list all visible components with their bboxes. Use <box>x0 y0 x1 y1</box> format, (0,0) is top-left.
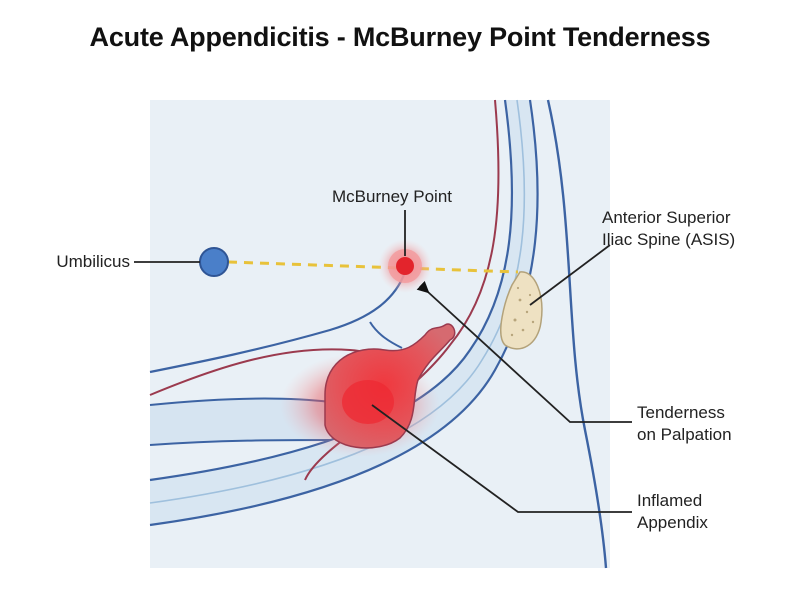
abdominal-wall <box>149 99 608 569</box>
label-tenderness-line2: on Palpation <box>637 425 732 444</box>
label-asis-line1: Anterior Superior <box>602 208 731 227</box>
leader-asis <box>529 244 611 306</box>
wall-line-mid <box>149 99 526 504</box>
blue-vessel-branch <box>369 321 403 349</box>
label-umbilicus: Umbilicus <box>20 251 130 273</box>
umbilicus-marker <box>199 247 229 277</box>
label-appendix: Inflamed Appendix <box>637 490 708 534</box>
tenderness-arrow <box>416 280 632 423</box>
leader-appendix <box>371 404 632 513</box>
label-asis-line2: Iliac Spine (ASIS) <box>602 230 736 249</box>
label-appendix-line1: Inflamed <box>637 491 703 510</box>
label-mcburney: McBurney Point <box>332 186 452 208</box>
label-mcburney-text: McBurney Point <box>332 187 452 206</box>
umbilicus-asis-line <box>227 260 519 274</box>
label-tenderness-line1: Tenderness <box>637 403 725 422</box>
blue-vessel-upper <box>149 271 407 374</box>
mcburney-dot <box>396 257 414 275</box>
label-tenderness: Tenderness on Palpation <box>637 402 732 446</box>
wall-band <box>150 100 538 525</box>
label-asis: Anterior Superior Iliac Spine (ASIS) <box>602 207 735 251</box>
page-title: Acute Appendicitis - McBurney Point Tend… <box>89 22 711 52</box>
wall-line-outer <box>149 99 539 527</box>
wall-line-inner <box>149 99 514 482</box>
asis-bone <box>500 271 543 350</box>
label-umbilicus-text: Umbilicus <box>56 252 130 271</box>
bone-texture <box>510 286 535 337</box>
outer-skin-line <box>546 99 608 569</box>
label-appendix-line2: Appendix <box>637 513 708 532</box>
appendix-core <box>342 380 394 424</box>
